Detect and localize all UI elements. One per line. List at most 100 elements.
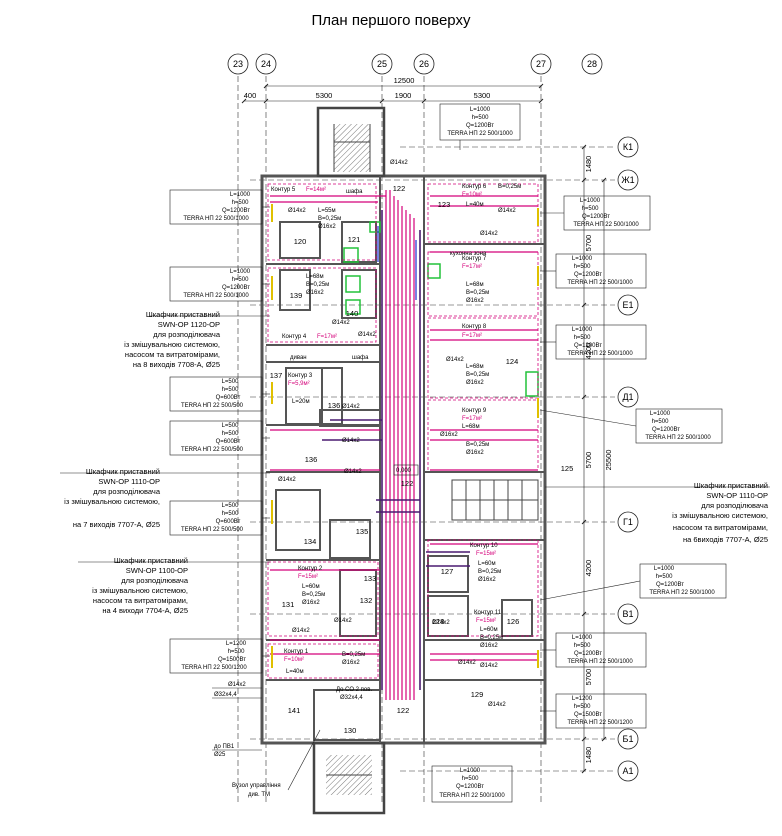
- pipe-label-5: Ø14x2: [446, 357, 464, 363]
- rad-r3-q: Q=1200Вт: [574, 343, 602, 349]
- room-121: 121: [348, 235, 361, 244]
- rad-l3-l: L=500: [222, 379, 240, 385]
- rad-r7-h: h=500: [574, 704, 592, 710]
- axis-label-24: 24: [261, 59, 271, 69]
- cab3-line1: Шкафчик приставний: [114, 556, 188, 565]
- contour-8-l: L=68м: [466, 364, 484, 370]
- note-vuzol: Вузол управління: [232, 783, 281, 789]
- pipe-label-1: Ø14x2: [390, 160, 408, 166]
- rad-r2-h: h=500: [574, 264, 592, 270]
- rad-l4-model: TERRA НП 22 500/500: [181, 447, 244, 453]
- room-124: 124: [506, 357, 519, 366]
- rad-r1-h: h=500: [582, 206, 600, 212]
- rad-r2-l: L=1000: [572, 256, 593, 262]
- note-co2: До СО 2 пов.: [336, 687, 372, 693]
- contour-9-l: L=68м: [462, 424, 480, 430]
- building-walls: [260, 174, 547, 745]
- contour-4-b: B=0,25м: [306, 282, 329, 288]
- rad-top-h: h=500: [472, 115, 490, 121]
- contour-5-l: L=55м: [318, 208, 336, 214]
- cab2-line1: Шкафчик приставний: [86, 467, 160, 476]
- note-pv1-diameter: Ø25: [214, 752, 226, 758]
- dim-right-1: 1480: [584, 156, 593, 173]
- pipe-label-19: Ø14x2: [458, 660, 476, 666]
- axis-label-25: 25: [377, 59, 387, 69]
- room-133: 133: [364, 574, 377, 583]
- cab2-line4: із змішувальною системою,: [64, 497, 160, 506]
- rad-l2-h: h=500: [232, 277, 250, 283]
- axis-label-k1: К1: [623, 142, 633, 152]
- contour-4-d: Ø16x2: [306, 290, 324, 296]
- rad-r1-l: L=1000: [580, 198, 601, 204]
- room-136-a: 136: [328, 401, 341, 410]
- cab1-line5: насосом та витратомірами,: [125, 350, 220, 359]
- dim-right-7: 1480: [584, 747, 593, 764]
- rad-l1-model: TERRA НП 22 500/1000: [183, 216, 249, 222]
- room-135: 135: [356, 527, 369, 536]
- contour-10-name: Контур 10: [470, 543, 498, 549]
- rad-r5-q: Q=1200Вт: [656, 582, 684, 588]
- contour-3-name: Контур 3: [288, 373, 313, 379]
- pipe-label-3: Ø14x2: [480, 231, 498, 237]
- rad-r6-l: L=1000: [572, 635, 593, 641]
- room-137: 137: [270, 371, 283, 380]
- cab4-line6: на 6виходів 7707-А, Ø25: [683, 535, 768, 544]
- contour-11-d: Ø16x2: [480, 643, 498, 649]
- room-131: 131: [282, 600, 295, 609]
- rad-bot-l: L=1000: [460, 768, 481, 774]
- rad-l2-l: L=1000: [230, 269, 251, 275]
- rad-r3-model: TERRA НП 22 500/1000: [567, 351, 633, 357]
- dim-total-width: 12500: [394, 76, 415, 85]
- room-word-dyvan: диван: [290, 355, 307, 361]
- contour-7-area: F=17м²: [462, 264, 482, 270]
- dim-right-2: 5700: [584, 235, 593, 252]
- axis-label-zh1: Ж1: [621, 175, 634, 185]
- stair-middle: [451, 479, 539, 521]
- pipe-label-4: Ø14x2: [358, 332, 376, 338]
- contour-8-d: Ø16x2: [466, 380, 484, 386]
- contour-11-b: B=0,25м: [480, 635, 503, 641]
- rad-l6-model: TERRA НП 22 500/1200: [181, 665, 247, 671]
- axis-label-27: 27: [536, 59, 546, 69]
- pipe-label-12: Ø14x2: [488, 702, 506, 708]
- axis-label-g1: Г1: [623, 517, 633, 527]
- contour-6-l: L=40м: [466, 202, 484, 208]
- pipe-label-17: Ø32x4,4: [214, 692, 237, 698]
- room-129: 129: [471, 690, 484, 699]
- room-134: 134: [304, 537, 317, 546]
- rad-l3-model: TERRA НП 22 500/500: [181, 403, 244, 409]
- room-122-a: 122: [393, 184, 406, 193]
- dim-left-offset: 400: [244, 91, 257, 100]
- cab3-line4: із змішувальною системою,: [92, 586, 188, 595]
- room-140: 140: [346, 309, 359, 318]
- contour-7-name: Контур 7: [462, 256, 487, 262]
- rad-bot-model: TERRA НП 22 500/1000: [439, 793, 505, 799]
- room-132: 132: [360, 596, 373, 605]
- rad-l6-q: Q=1500Вт: [218, 657, 246, 663]
- rad-l5-h: h=500: [222, 511, 240, 517]
- contour-7-d: Ø16x2: [466, 298, 484, 304]
- contour-4-area: F=17м²: [317, 334, 337, 340]
- grid-axes-horizontal: [250, 146, 615, 772]
- contour-11-area: F=15м²: [476, 618, 496, 624]
- heating-pipes: [267, 183, 539, 700]
- note-pv1: до ПВ1: [214, 744, 235, 750]
- rad-r6-h: h=500: [574, 643, 592, 649]
- cab2-line3: для розподілювача: [93, 487, 161, 496]
- dim-right-4: 5700: [584, 452, 593, 469]
- cab4-line3: для розподілювача: [701, 501, 769, 510]
- drawing-title: План першого поверху: [311, 12, 471, 29]
- contour-1-b: B=0,25м: [342, 652, 365, 658]
- contour-9-name: Контур 9: [462, 408, 487, 414]
- cab1-line1: Шкафчик приставний: [146, 310, 220, 319]
- cab1-line3: для розподілювача: [153, 330, 221, 339]
- contour-2-d: Ø16x2: [302, 600, 320, 606]
- axis-label-ye1: Е1: [622, 300, 633, 310]
- contour-6-b: B=0,25м: [498, 184, 521, 190]
- rad-top-q: Q=1200Вт: [466, 123, 494, 129]
- rad-r6-q: Q=1200Вт: [574, 651, 602, 657]
- contour-10-l: L=60м: [478, 561, 496, 567]
- stair-bottom: [312, 741, 386, 815]
- room-130: 130: [344, 726, 357, 735]
- dim-right-6: 5700: [584, 669, 593, 686]
